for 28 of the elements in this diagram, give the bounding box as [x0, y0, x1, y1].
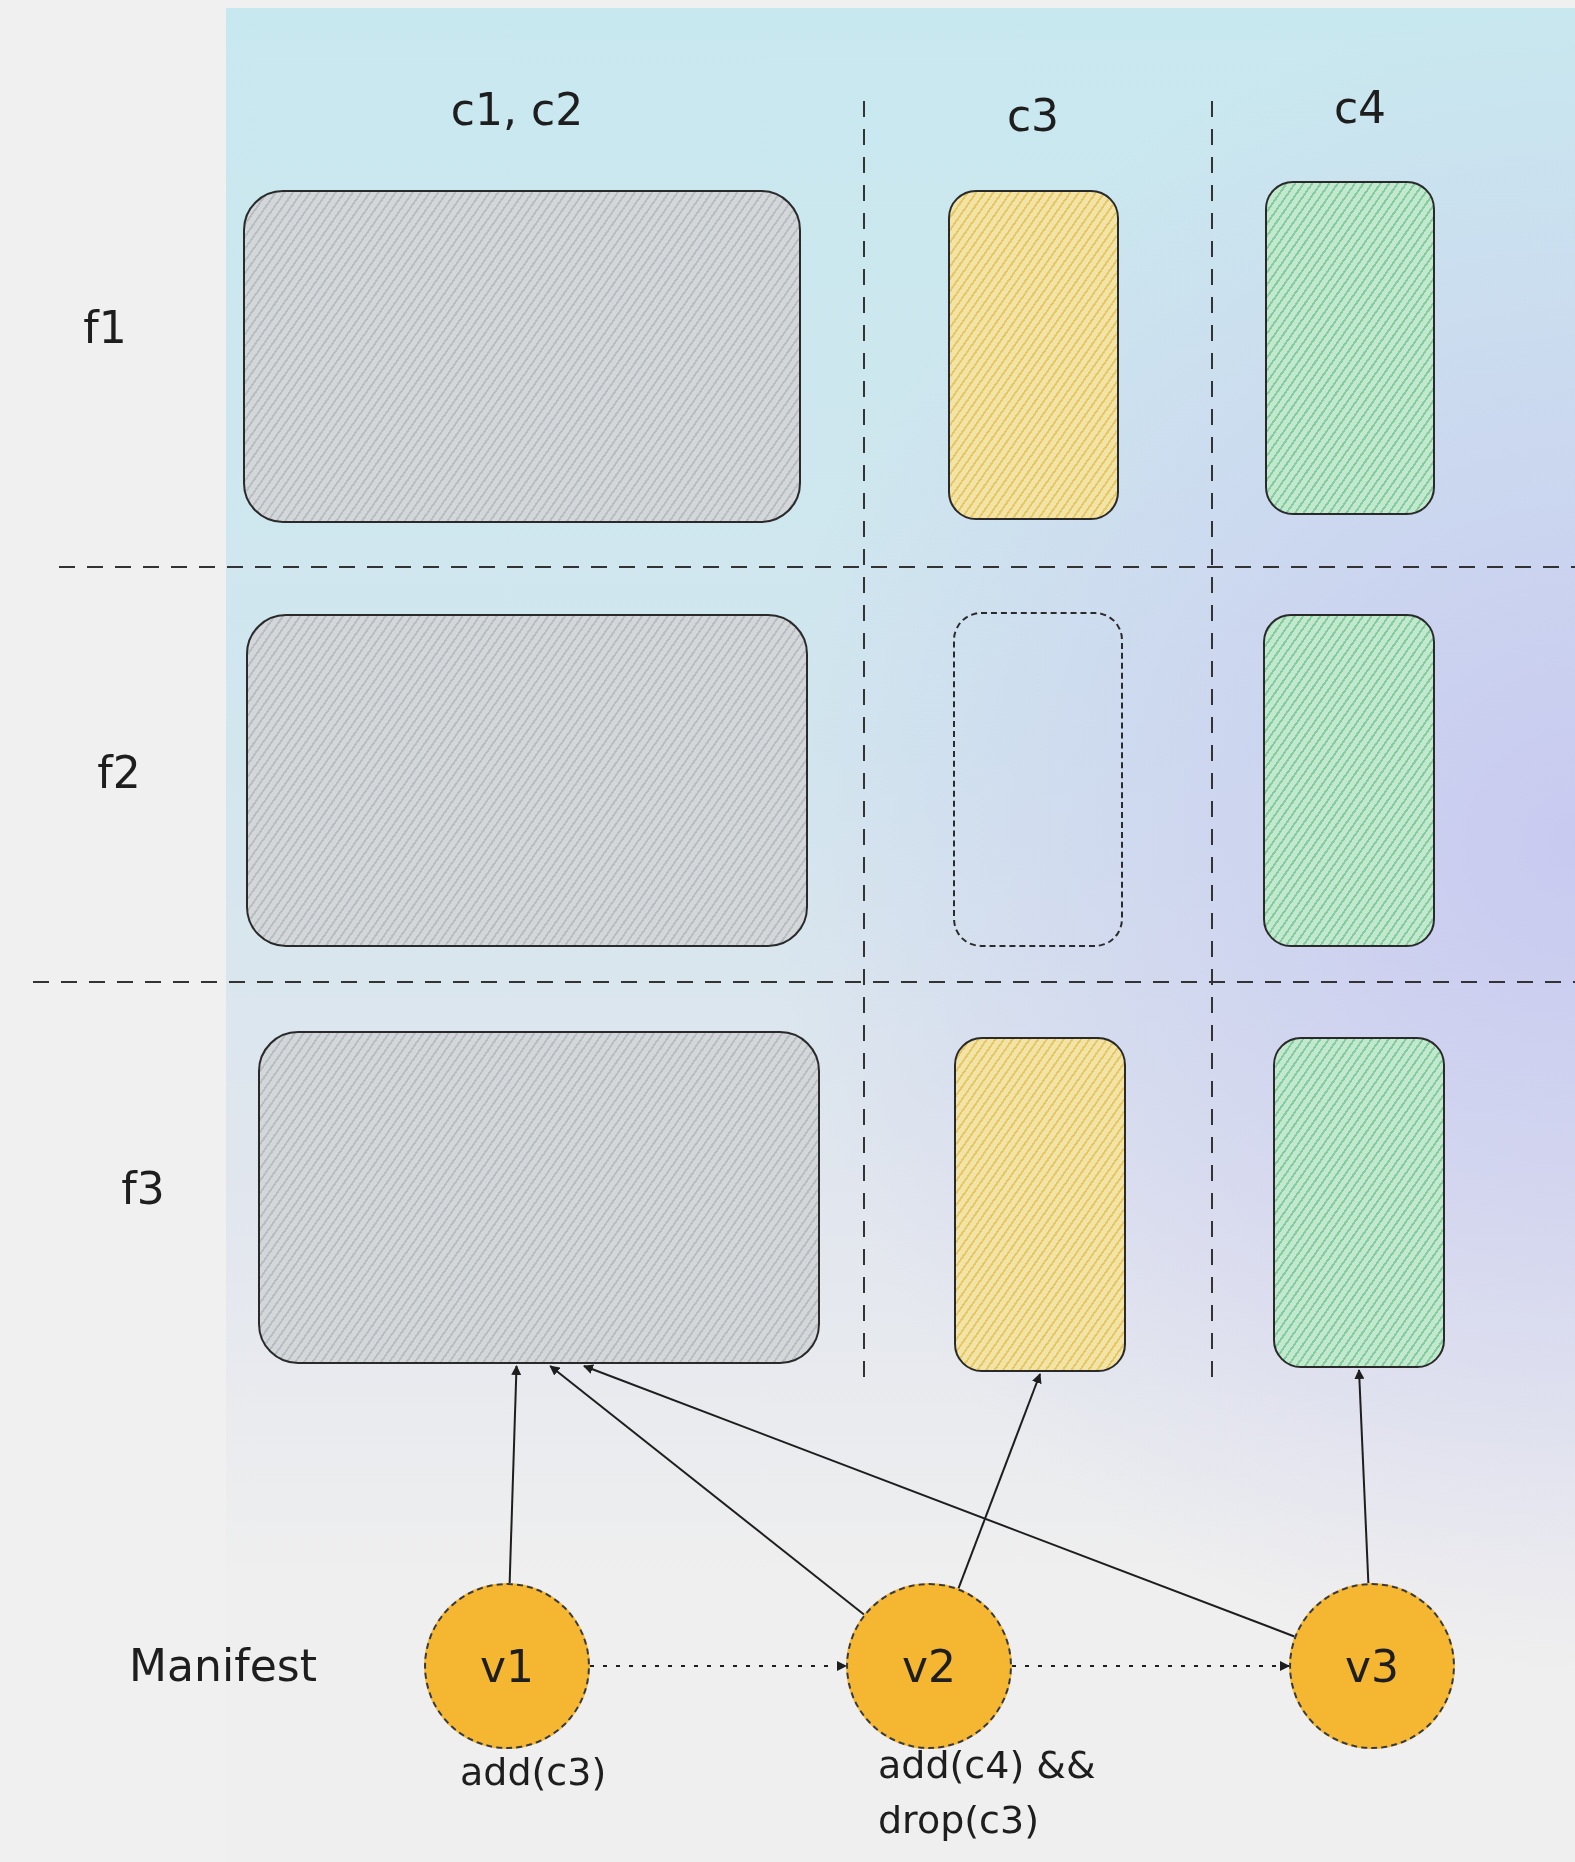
arrow	[957, 1373, 1042, 1590]
hatched-block	[243, 190, 801, 523]
empty-dashed-block	[953, 612, 1123, 947]
arrow	[1354, 1369, 1370, 1585]
column-label: c1, c2	[450, 83, 584, 135]
axis-label: Manifest	[129, 1639, 317, 1691]
hatched-block	[246, 614, 808, 947]
edge-label: add(c3)	[460, 1749, 608, 1796]
hatched-block	[1265, 181, 1435, 515]
arrow	[582, 1364, 1296, 1638]
row-label: f2	[97, 746, 141, 798]
row-label: f1	[83, 301, 127, 353]
arrow	[508, 1365, 522, 1585]
arrow	[1011, 1661, 1290, 1671]
edge-label: add(c4) && drop(c3)	[878, 1742, 1097, 1845]
column-label: c3	[1006, 89, 1060, 141]
hatched-block	[1263, 614, 1435, 947]
version-label: v1	[479, 1640, 534, 1692]
hatched-block	[258, 1031, 820, 1364]
row-label: f3	[121, 1162, 165, 1214]
hatched-block	[954, 1037, 1126, 1372]
version-label: v2	[901, 1640, 956, 1692]
arrow	[549, 1365, 865, 1616]
arrow	[589, 1661, 847, 1671]
version-label: v3	[1344, 1640, 1399, 1692]
column-label: c4	[1333, 81, 1387, 133]
hatched-block	[1273, 1037, 1445, 1368]
hatched-block	[948, 190, 1119, 520]
